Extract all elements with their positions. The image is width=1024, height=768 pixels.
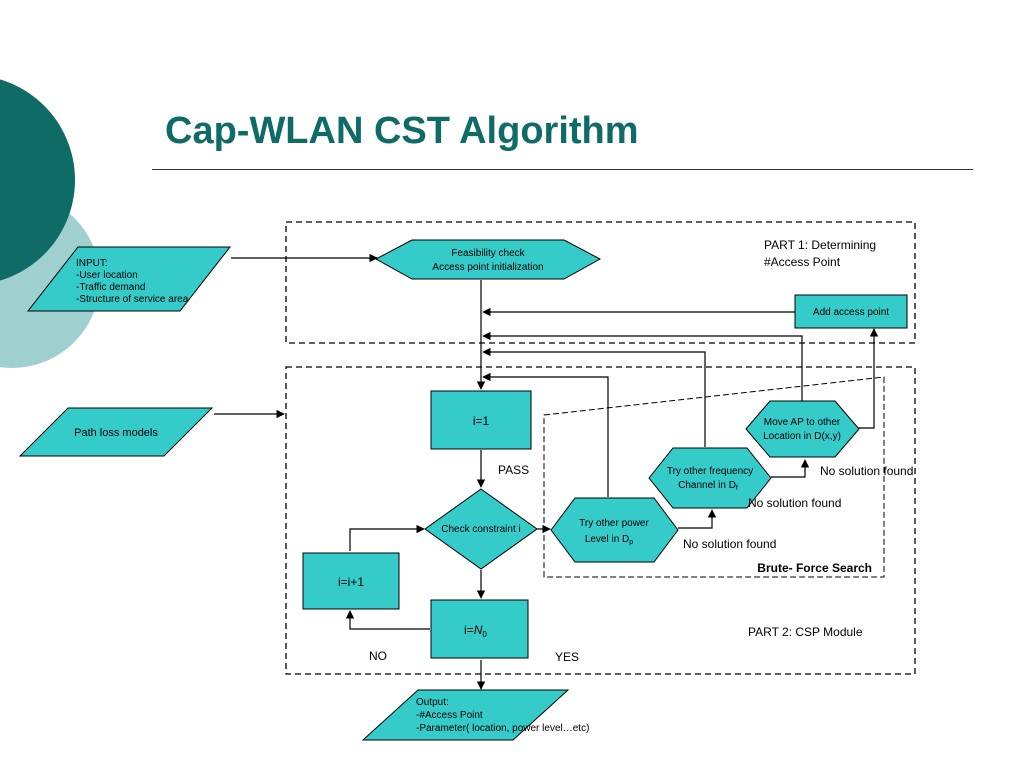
no-solution-label-1: No solution found [820, 464, 913, 478]
move-ap-line-2: Location in D(x,y) [763, 431, 841, 442]
part2-region [285, 366, 916, 675]
try-frequency-node: Try other frequency Channel in Df [648, 447, 772, 509]
path-loss-label: Path loss models [74, 427, 158, 439]
n-variable: N [474, 623, 483, 637]
check-constraint-node: Check constraint i [424, 488, 538, 570]
i-equals-n0-node: i=N0 [430, 599, 529, 659]
move-ap-line-1: Move AP to other [764, 417, 841, 428]
add-access-point-label: Add access point [813, 307, 889, 318]
i-equals-1-label: i=1 [473, 414, 490, 428]
no-solution-label-2: No solution found [748, 496, 841, 510]
part1-label-line-2: #Access Point [764, 255, 841, 269]
try-frequency-sub: f [736, 485, 738, 492]
try-power-line-1: Try other power [579, 518, 649, 529]
i-equals-prefix: i= [464, 623, 474, 637]
try-power-node: Try other power Level in Dp [550, 497, 679, 563]
part1-label-line-1: PART 1: Determining [764, 238, 876, 252]
pass-label: PASS [498, 463, 529, 477]
output-line-2: -#Access Point [416, 710, 483, 721]
input-line-3: -Traffic demand [76, 282, 145, 293]
output-line-3: -Parameter( location, power level…etc) [416, 723, 589, 734]
try-power-line-2: Level in Dp [585, 534, 633, 546]
n-subscript: 0 [482, 630, 487, 639]
i-increment-node: i=i+1 [302, 552, 400, 610]
part1-region [285, 221, 916, 344]
no-label: NO [369, 649, 387, 663]
slide-title: Cap-WLAN CST Algorithm [165, 110, 639, 152]
move-ap-node: Move AP to other Location in D(x,y) [745, 400, 860, 458]
add-access-point-node: Add access point [794, 294, 908, 329]
brute-force-label: Brute- Force Search [757, 561, 872, 575]
try-power-sub: p [629, 539, 633, 546]
decorative-circle-dark [0, 79, 75, 281]
brute-force-region [543, 376, 885, 578]
try-frequency-line-1: Try other frequency [667, 466, 753, 477]
input-line-1: INPUT: [76, 258, 108, 269]
feasibility-line-2: Access point initialization [432, 262, 543, 273]
input-line-2: -User location [76, 270, 138, 281]
i-increment-label: i=i+1 [338, 575, 364, 589]
path-loss-node: Path loss models [18, 407, 214, 457]
connectors [214, 253, 879, 690]
try-power-text: Level in D [585, 534, 629, 545]
i-equals-n0-label: i=N0 [464, 623, 487, 639]
i-equals-1-node: i=1 [430, 390, 532, 450]
input-line-4: -Structure of service area [76, 294, 189, 305]
input-node: INPUT: -User location -Traffic demand -S… [26, 246, 232, 312]
output-node: Output: -#Access Point -Parameter( locat… [361, 689, 589, 741]
try-frequency-text: Channel in D [678, 480, 736, 491]
try-frequency-line-2: Channel in Df [678, 480, 738, 492]
feasibility-line-1: Feasibility check [451, 248, 525, 259]
no-solution-label-3: No solution found [683, 537, 776, 551]
check-constraint-label: Check constraint i [441, 524, 520, 535]
output-line-1: Output: [416, 697, 449, 708]
title-divider [152, 169, 973, 170]
feasibility-node: Feasibility check Access point initializ… [374, 239, 602, 280]
yes-label: YES [555, 650, 579, 664]
part2-label: PART 2: CSP Module [748, 625, 863, 639]
